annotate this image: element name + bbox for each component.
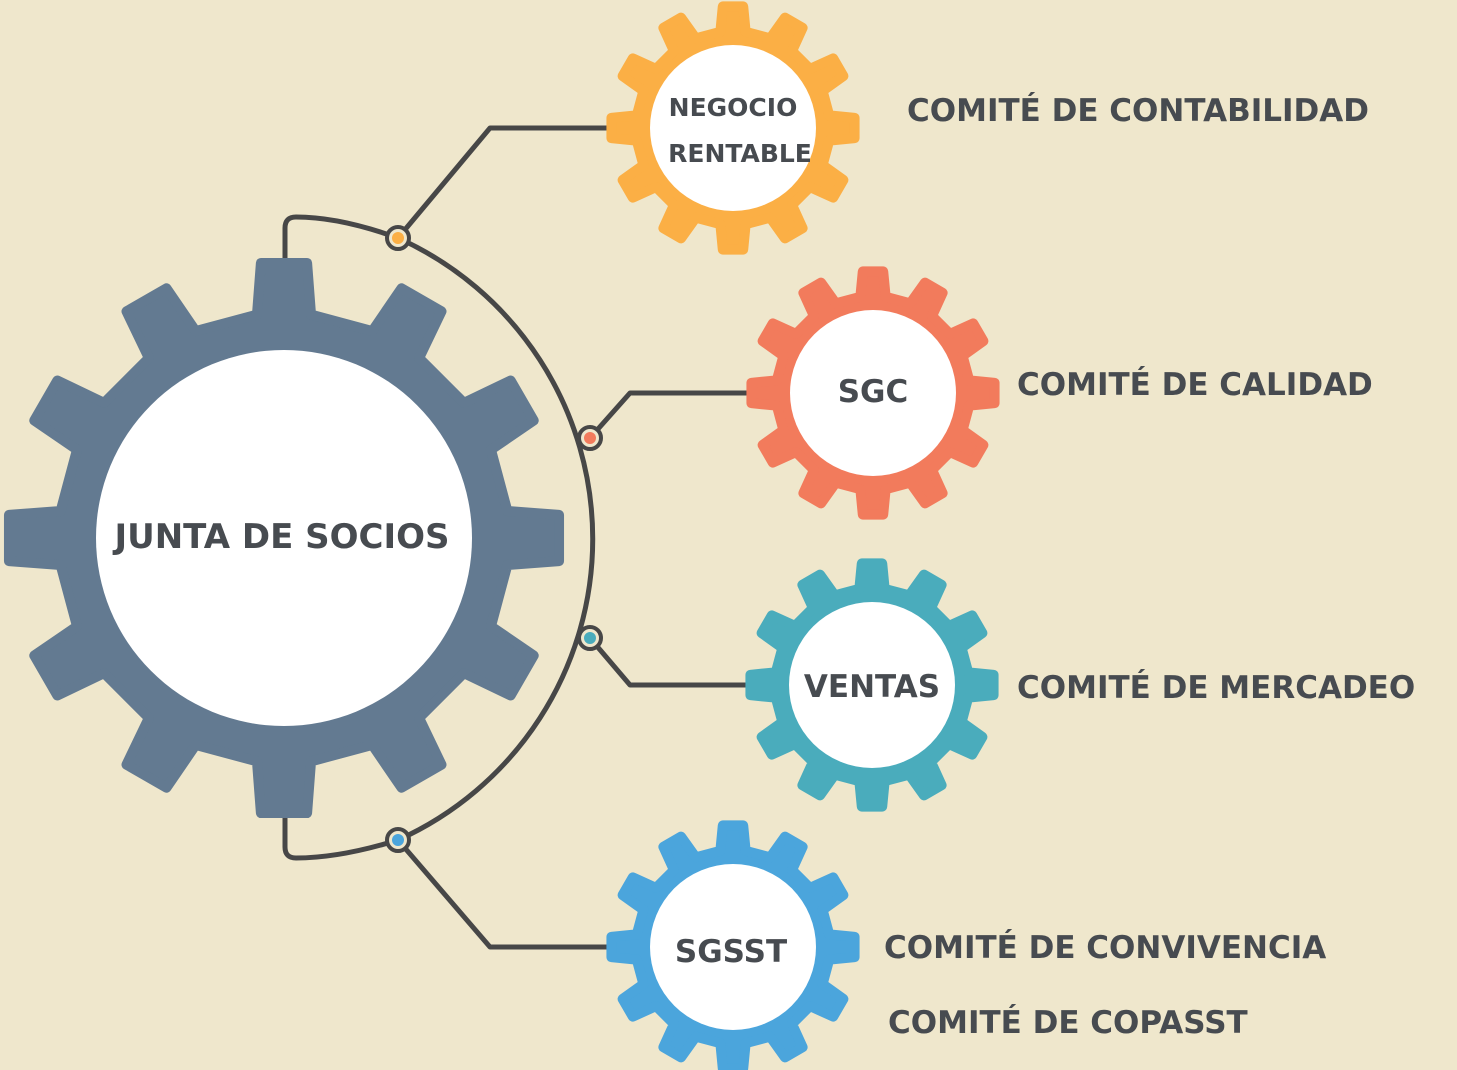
gear-sgsst [606,820,860,1070]
committee-calidad: COMITÉ DE CALIDAD [1017,367,1373,403]
committee-convivencia: COMITÉ DE CONVIVENCIA [884,930,1326,966]
node-sgsst [385,827,411,853]
hub-gear-center [96,350,472,726]
connector-sgc [587,390,755,441]
connector-negocio [395,125,615,241]
gear-ventas [745,558,999,812]
gear-label-negocio-line1: NEGOCIO [669,93,798,122]
gear-sgc-center [790,310,956,476]
gear-label-sgsst: SGSST [675,934,787,970]
committee-mercadeo: COMITÉ DE MERCADEO [1017,670,1415,706]
connector-ventas [587,635,755,688]
committee-copasst: COMITÉ DE COPASST [888,1005,1248,1041]
hub-gear [3,257,565,819]
gear-negocio-center [650,45,816,211]
gears [3,1,1000,1070]
hub-label: JUNTA DE SOCIOS [112,517,449,557]
connector-sgsst [395,837,615,950]
gear-label-sgc: SGC [838,374,909,410]
gear-label-negocio-line2: RENTABLE [668,139,812,168]
connectors [282,125,755,950]
node-negocio [385,225,411,251]
gear-negocio [606,1,860,255]
committee-contabilidad: COMITÉ DE CONTABILIDAD [907,93,1369,129]
gear-ventas-center [789,602,955,768]
hub-arc [282,214,596,861]
node-ventas [577,625,603,651]
connector-nodes [385,225,603,853]
gear-label-ventas: VENTAS [804,669,940,705]
node-sgc [577,425,603,451]
gear-sgc [746,266,1000,520]
gear-sgsst-center [650,864,816,1030]
